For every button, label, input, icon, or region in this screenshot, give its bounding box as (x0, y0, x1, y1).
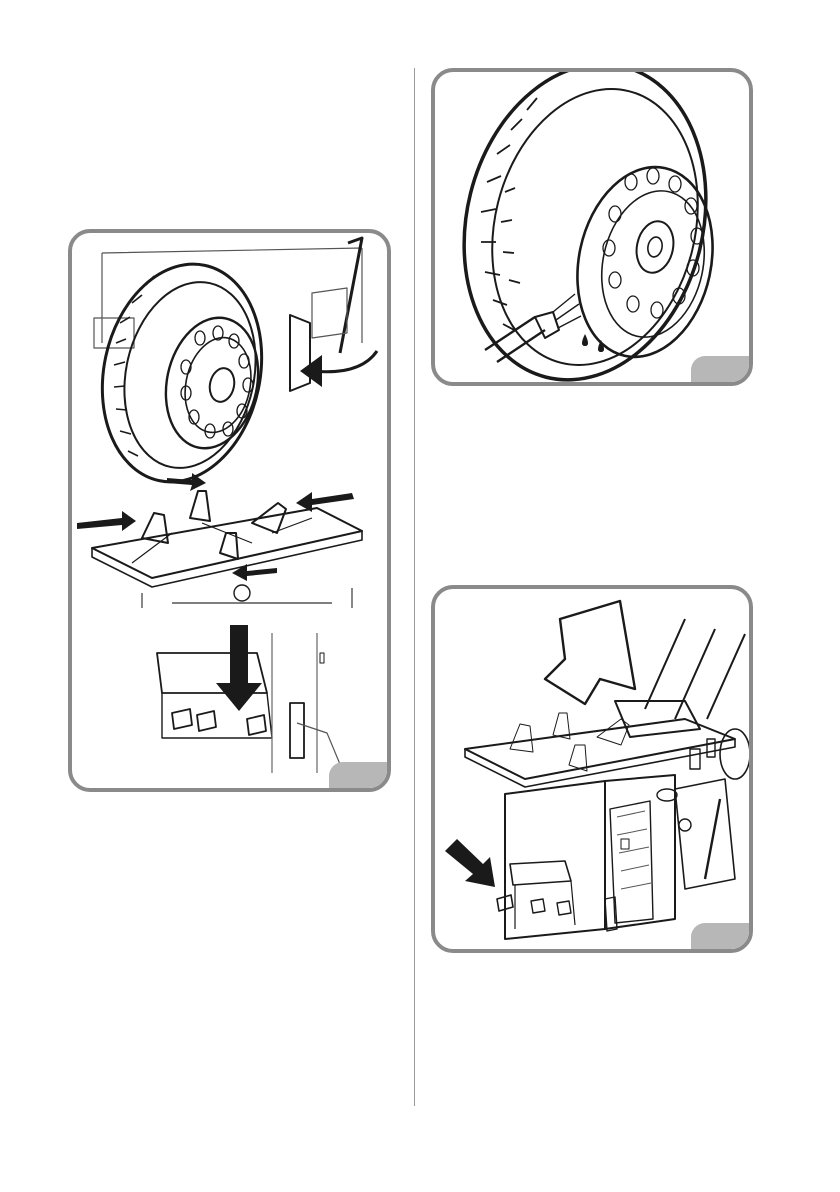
figure-wheel-mounting (68, 229, 391, 792)
machine-operation-illustration (435, 589, 753, 953)
figure-tag (691, 923, 753, 953)
figure-bead-lubrication (431, 68, 753, 386)
bead-lubrication-illustration (435, 72, 753, 386)
figure-tag (329, 762, 391, 792)
figure-tag (691, 356, 753, 386)
wheel-mounting-illustration (72, 233, 391, 792)
column-divider (414, 68, 415, 1106)
figure-machine-operation (431, 585, 753, 953)
